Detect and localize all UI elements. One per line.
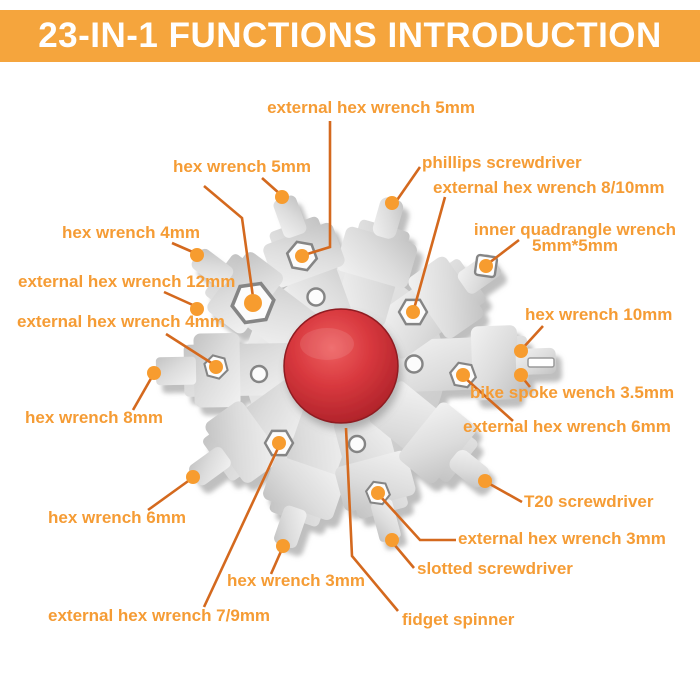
- title-banner: 23-IN-1 FUNCTIONS INTRODUCTION: [0, 10, 700, 62]
- page-title: 23-IN-1 FUNCTIONS INTRODUCTION: [38, 16, 662, 55]
- red-center-button: [283, 308, 399, 424]
